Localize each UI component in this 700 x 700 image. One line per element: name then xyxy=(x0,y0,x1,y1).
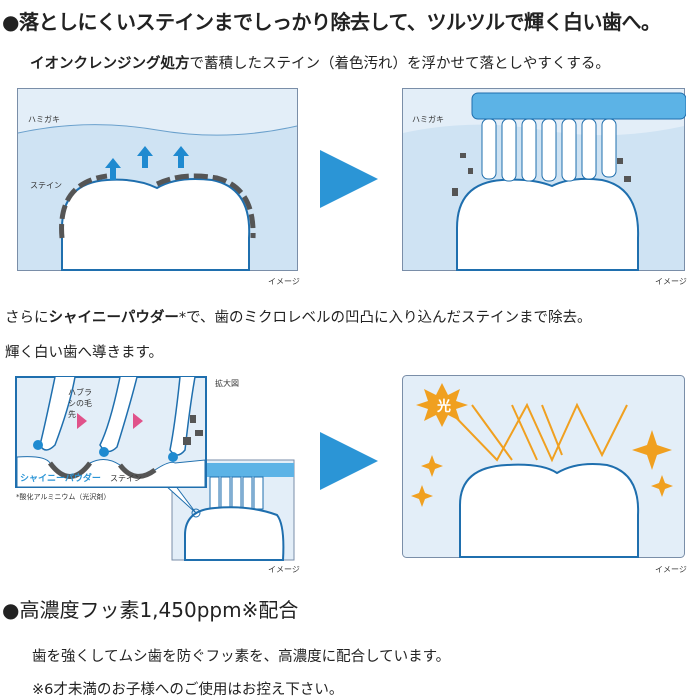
label-magnified: 拡大図 xyxy=(215,379,239,388)
fluoride-text: 歯を強くしてムシ歯を防ぐフッ素を、高濃度に配合しています。 xyxy=(32,649,451,665)
label-toothpaste-2: ハミガキ xyxy=(412,115,444,124)
label-toothpaste-1: ハミガキ xyxy=(28,115,60,124)
label-stain-3: ステイン xyxy=(110,474,142,483)
text-pre: さらに xyxy=(5,310,49,326)
label-light: 光 xyxy=(437,399,451,415)
arrow-right-icon xyxy=(320,432,378,490)
section-title-fluoride: ●高濃度フッ素1,450ppm※配合 xyxy=(2,598,299,622)
caption-1: イメージ xyxy=(268,277,300,286)
lead-bold: イオンクレンジング処方 xyxy=(30,56,190,72)
shiny-powder-text: さらにシャイニーパウダー*で、歯のミクロレベルの凹凸に入り込んだステインまで除去… xyxy=(5,306,592,327)
caption-3: イメージ xyxy=(268,565,300,574)
fluoride-note: ※6才未満のお子様へのご使用はお控え下さい。 xyxy=(32,682,344,698)
figure-shine xyxy=(402,375,685,558)
figure-brushing xyxy=(402,88,686,271)
figure-stain-lift xyxy=(17,88,298,271)
lead-text: イオンクレンジング処方で蓄積したステイン（着色汚れ）を浮かせて落としやすくする。 xyxy=(30,52,610,73)
section-title-stain: ●落としにくいステインまでしっかり除去して、ツルツルで輝く白い歯へ。 xyxy=(2,10,661,34)
label-stain-1: ステイン xyxy=(30,181,62,190)
figure-magnified xyxy=(15,376,295,561)
lead-rest: で蓄積したステイン（着色汚れ）を浮かせて落としやすくする。 xyxy=(189,56,610,72)
shiny-powder-text-2: 輝く白い歯へ導きます。 xyxy=(5,345,164,361)
arrow-right-icon xyxy=(320,150,378,208)
text-rest: *で、歯のミクロレベルの凹凸に入り込んだステインまで除去。 xyxy=(178,310,592,326)
footnote-alumina: *酸化アルミニウム（光沢剤） xyxy=(16,493,111,501)
caption-4: イメージ xyxy=(655,565,687,574)
label-shiny-powder: シャイニーパウダー xyxy=(20,474,101,484)
caption-2: イメージ xyxy=(655,277,687,286)
text-bold: シャイニーパウダー xyxy=(48,310,179,326)
label-bristle: ハブラシの毛先 xyxy=(68,388,92,419)
